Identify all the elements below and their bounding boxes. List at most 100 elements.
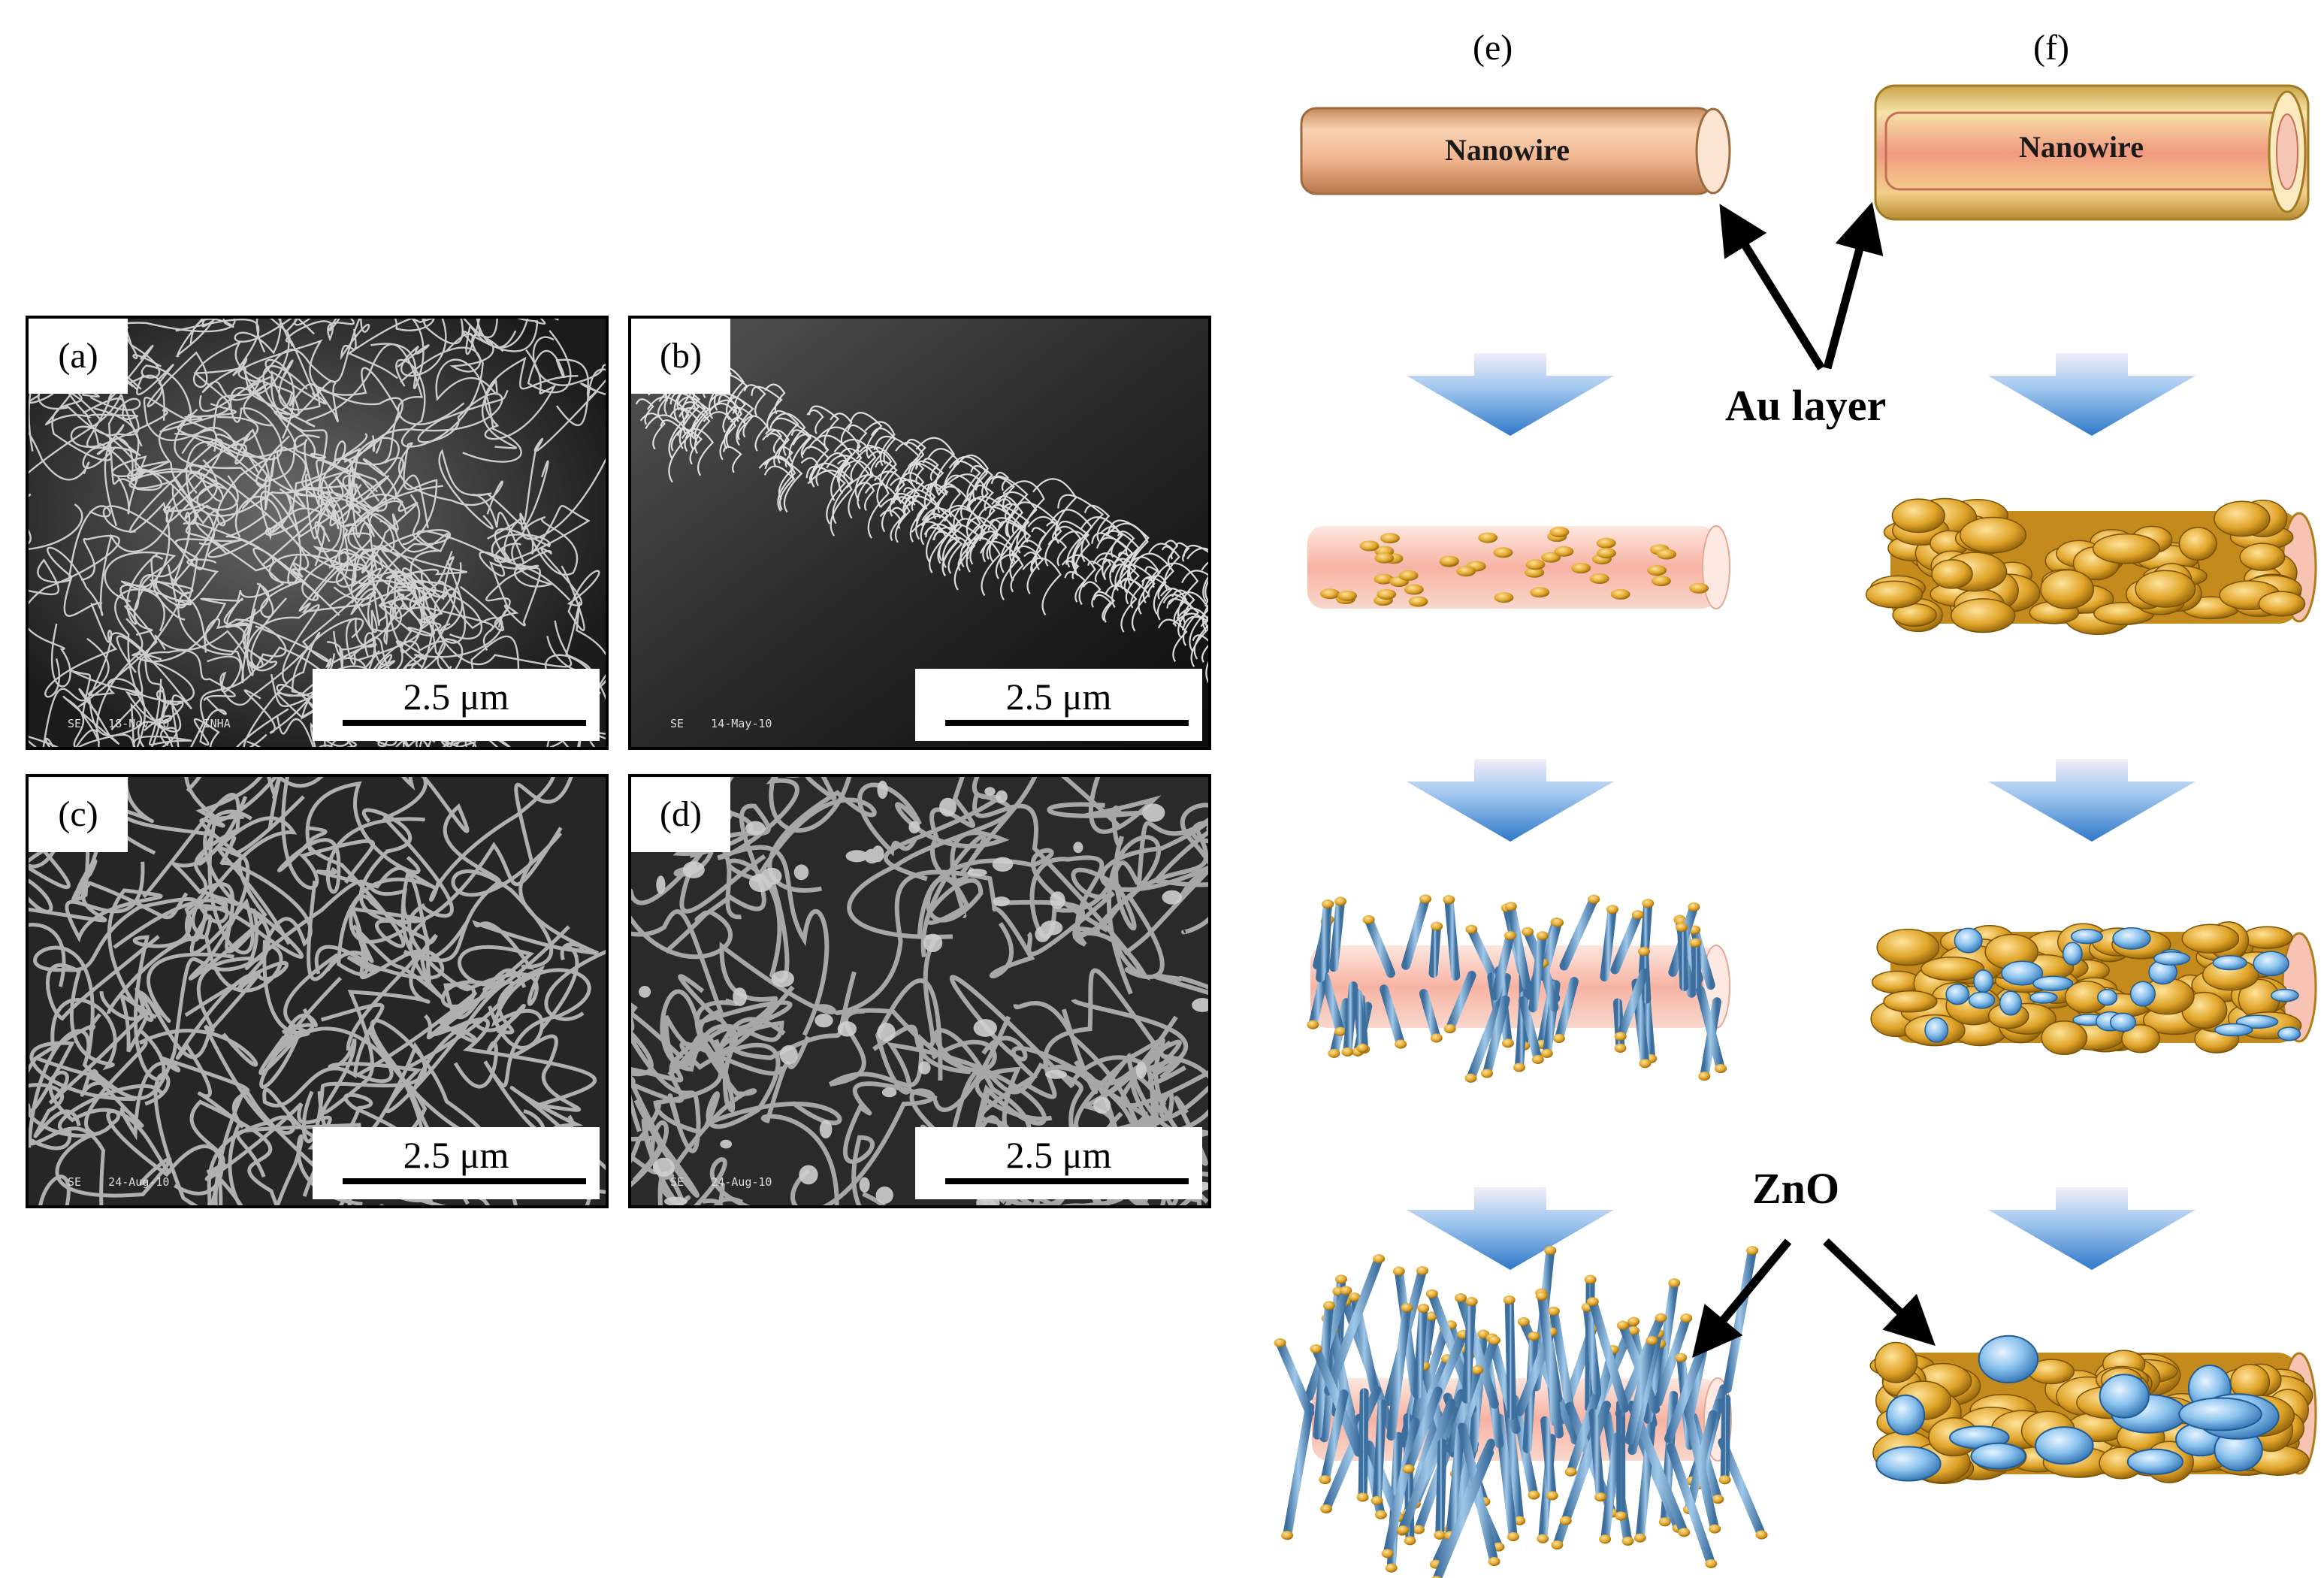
au-nanoparticle — [1319, 588, 1340, 600]
zno-nanorod — [1456, 1293, 1499, 1409]
nanowire-fiber — [1056, 520, 1090, 569]
scale-bar-d — [945, 1178, 1189, 1184]
zno-particle — [2097, 988, 2118, 1006]
zno-nanorod — [1352, 988, 1368, 1053]
au-tip — [1503, 931, 1516, 940]
nanowire-fiber — [631, 1014, 786, 1083]
nanowire-fiber — [274, 380, 403, 463]
nanowire-fiber — [1052, 525, 1082, 568]
nanowire-fiber — [890, 506, 907, 530]
zno-nanorod — [1540, 1416, 1557, 1501]
zno-bead — [845, 850, 869, 863]
nanowire-fiber — [393, 556, 467, 644]
au-nanoparticle — [1554, 546, 1574, 557]
au-tip — [1465, 1297, 1478, 1307]
nanowire-fiber — [995, 471, 1009, 491]
nanowire-fiber — [29, 1041, 136, 1138]
zno-bead — [923, 933, 943, 952]
zno-bead — [656, 875, 666, 894]
au-tip — [1374, 1510, 1387, 1519]
au-grain — [2239, 543, 2286, 571]
au-tip — [1402, 1464, 1415, 1474]
process-arrow — [1407, 759, 1614, 842]
au-dotted-rod-e — [1307, 525, 1730, 609]
au-tip — [1507, 1532, 1519, 1541]
au-tip — [1638, 947, 1650, 957]
sem-footer-c: SE 24-Aug-10 — [68, 1175, 170, 1189]
au-tip — [1540, 1048, 1553, 1058]
nanowire-fiber — [1132, 552, 1174, 615]
process-arrow — [1407, 353, 1614, 436]
zno-bead — [814, 1013, 833, 1028]
nanowire-fiber — [1064, 571, 1086, 603]
nanowire-fiber — [162, 458, 340, 530]
au-tip — [1362, 914, 1375, 924]
zno-nanorod — [1358, 1388, 1369, 1502]
zno-particle — [2212, 955, 2247, 971]
zno-nanorod — [1610, 910, 1643, 975]
sem-footer-a: SE 18-Nov-10 INHA — [68, 717, 231, 730]
au-coated-rod-f — [1865, 497, 2317, 636]
au-tip — [1621, 1536, 1634, 1546]
nanowire-fiber — [743, 384, 766, 416]
nanowire-fiber — [113, 319, 236, 333]
nanowire-fiber — [857, 782, 1010, 918]
au-tip — [1274, 1338, 1286, 1347]
sem-panel-b: SE 14-May-10 (b) 2.5 μm — [628, 316, 1211, 750]
au-grain — [2121, 1023, 2160, 1054]
au-tip — [1419, 894, 1432, 904]
nanowire-fiber — [35, 953, 266, 1101]
zno-nanorod — [1432, 1448, 1494, 1578]
process-arrows — [1407, 353, 2196, 1270]
nanowire-fiber — [176, 319, 299, 358]
nanowire-fiber — [679, 1041, 842, 1129]
nanowire-fiber — [875, 460, 898, 494]
au-tip — [1416, 1266, 1428, 1275]
nanowire-fiber — [82, 396, 163, 491]
nanowire-fiber — [997, 554, 1024, 593]
nanowire-fiber — [949, 975, 1189, 1089]
zno-bead — [881, 1087, 897, 1098]
au-tip — [1373, 1254, 1386, 1264]
zno-particle — [1886, 1394, 1926, 1436]
zno-nanorod — [1506, 902, 1531, 990]
nanowire-fiber — [237, 339, 400, 466]
nanowire-fiber — [62, 688, 119, 747]
au-tip — [1559, 1516, 1572, 1525]
nanowire-fiber — [258, 880, 340, 1075]
nanowire-fiber — [346, 906, 444, 1051]
zno-bead — [939, 797, 956, 817]
nanowire-fiber — [446, 319, 529, 355]
au-tip — [1705, 1558, 1718, 1568]
au-tip — [1503, 1295, 1516, 1304]
nanowire-fiber — [262, 364, 368, 524]
nanowire-fiber — [847, 424, 868, 453]
nanowire-fiber — [864, 482, 899, 533]
nanowire-fiber — [424, 925, 570, 1040]
nanowire-fiber — [344, 457, 467, 579]
zno-bead — [973, 1019, 997, 1037]
au-grain — [2135, 570, 2196, 608]
nanowire-fiber — [117, 319, 237, 422]
nanowire-fiber — [1181, 615, 1208, 684]
au-tip — [1397, 1525, 1410, 1535]
au-tip — [1504, 902, 1517, 911]
nanowire-fiber — [995, 491, 1038, 554]
nanowire-fiber — [807, 470, 853, 537]
zno-bead — [819, 1120, 833, 1138]
zno-nanorod — [1419, 989, 1441, 1043]
nanowire-fiber — [765, 428, 783, 454]
nanowire-fiber — [260, 475, 390, 567]
nanowire-fiber — [1175, 542, 1190, 562]
zno-particle — [2153, 951, 2191, 966]
process-arrow — [1407, 1187, 1614, 1270]
zno-particle — [2129, 981, 2156, 1007]
nanowire-fiber — [703, 411, 737, 461]
au-grain — [1931, 559, 1973, 589]
nanowire-fiber — [1186, 547, 1208, 602]
au-tip — [1401, 1303, 1413, 1313]
nanowire-fiber — [1105, 522, 1149, 587]
au-nanoparticle — [1374, 573, 1394, 585]
au-tip — [1513, 1516, 1526, 1525]
zno-bead — [1050, 891, 1065, 909]
